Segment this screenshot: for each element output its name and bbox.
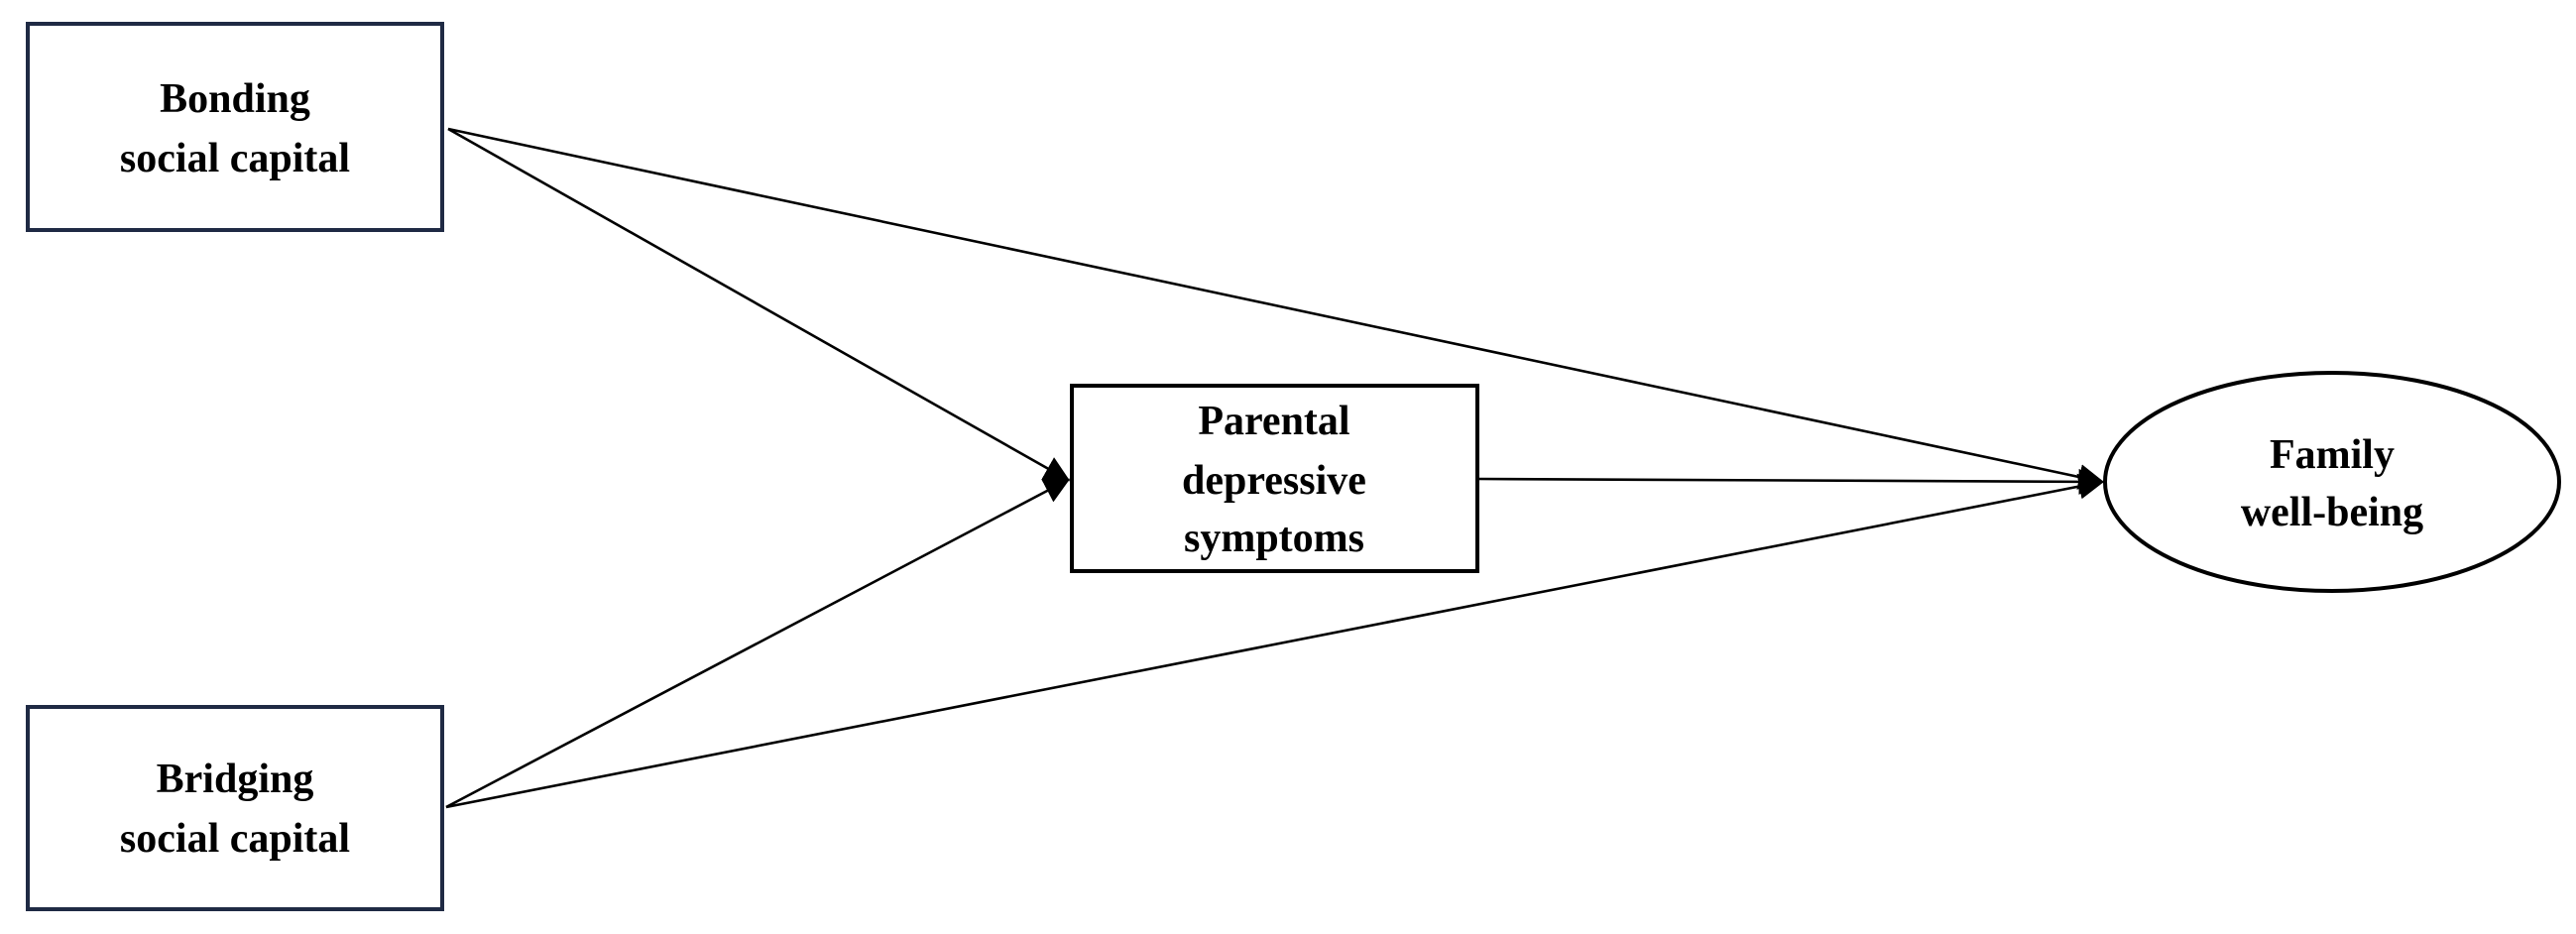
node-bonding-line2: social capital: [120, 136, 350, 181]
node-parental-line1: Parental: [1198, 399, 1349, 444]
node-bridging-line2: social capital: [120, 816, 350, 862]
edge-bonding-to-parental: [447, 127, 1071, 482]
node-bridging-social-capital: Bridging social capital: [26, 705, 444, 911]
node-bonding-line1: Bonding: [160, 76, 310, 122]
edge-bridging-to-parental: [445, 478, 1071, 809]
node-parental-line2: depressive: [1182, 458, 1366, 504]
node-bonding-social-capital: Bonding social capital: [26, 22, 444, 232]
node-parental-depressive-symptoms: Parental depressive symptoms: [1070, 384, 1479, 573]
edge-bridging-to-family: [445, 473, 2105, 809]
edge-parental-to-family: [1476, 468, 2105, 495]
edge-bonding-to-family: [447, 127, 2105, 490]
node-parental-line3: symptoms: [1184, 516, 1364, 561]
node-family-well-being: Family well-being: [2103, 371, 2561, 593]
node-family-line1: Family: [2270, 432, 2395, 478]
node-family-line2: well-being: [2241, 490, 2423, 535]
node-bridging-line1: Bridging: [157, 757, 314, 802]
